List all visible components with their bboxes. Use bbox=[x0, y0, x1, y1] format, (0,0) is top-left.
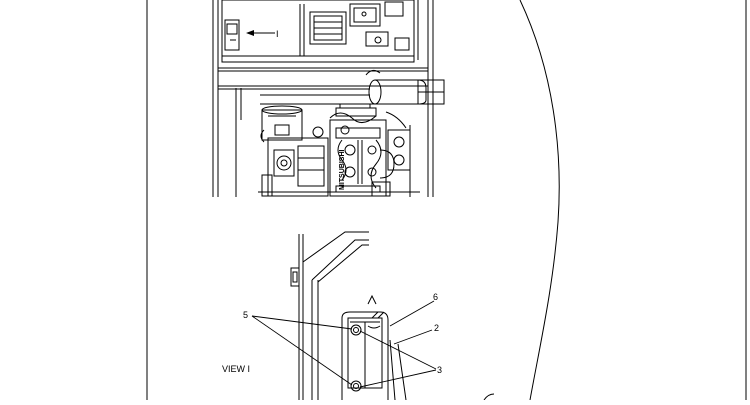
view-title: VIEW I bbox=[222, 364, 250, 374]
view-arrow-label: I bbox=[276, 29, 279, 39]
engine-block-marking: MITSUBISHI bbox=[339, 150, 346, 191]
guard-arc bbox=[519, 0, 560, 401]
callout-6: 6 bbox=[433, 292, 438, 302]
sheet-frame bbox=[146, 0, 747, 400]
callout-leaders bbox=[251, 300, 437, 388]
view-arrow: I bbox=[246, 29, 279, 39]
view-i-detail bbox=[290, 231, 495, 401]
engine-compartment-view bbox=[212, 0, 445, 197]
callout-5: 5 bbox=[243, 310, 248, 320]
callout-2: 2 bbox=[434, 323, 439, 333]
callout-3: 3 bbox=[437, 365, 442, 375]
